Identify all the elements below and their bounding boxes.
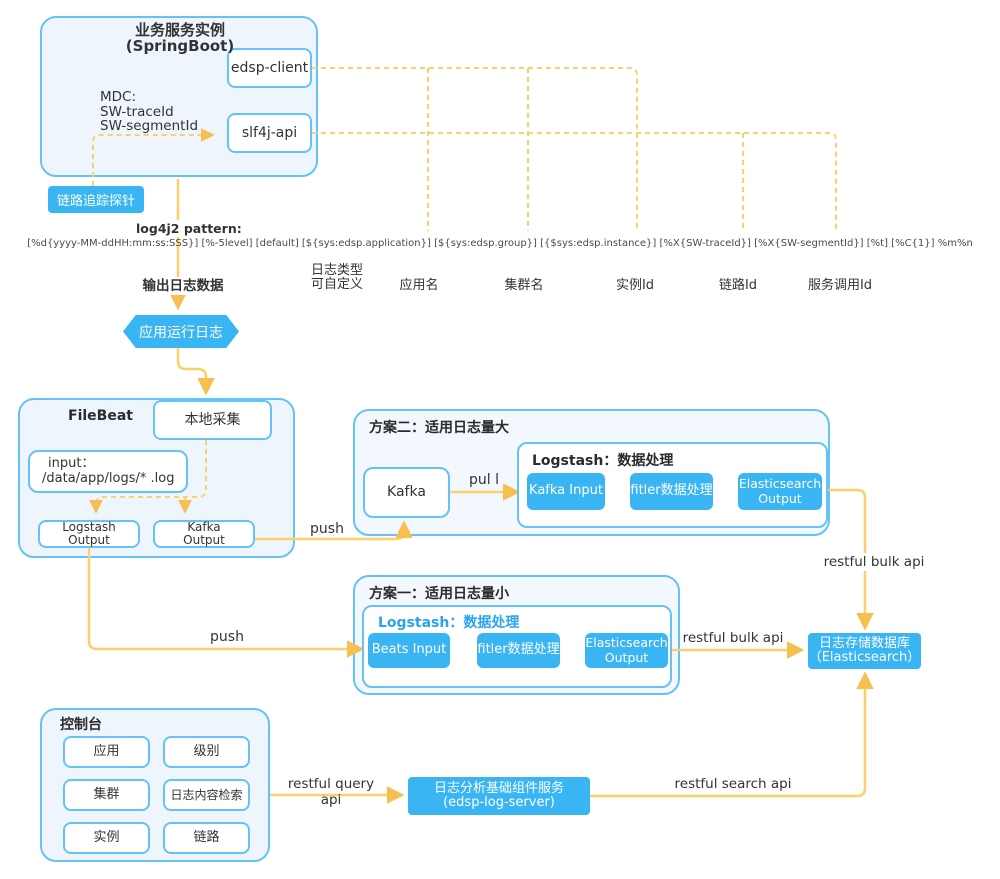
scheme1-filter-node: fitler数据处理: [477, 633, 560, 668]
slf4j-api-box: slf4j-api: [227, 113, 312, 153]
line-hexagon-to-collect: [176, 348, 215, 396]
log-type-label: 日志类型 可自定义: [305, 263, 369, 293]
log-type-line1: 日志类型: [310, 263, 363, 278]
console-title: 控制台: [60, 717, 102, 733]
kafka-box: Kafka: [363, 467, 450, 518]
console-item-cluster-label: 集群: [93, 787, 120, 803]
console-item-app-label: 应用: [93, 744, 120, 760]
console-item-trace-label: 链路: [193, 830, 220, 846]
bulk-api-bottom-label: restful bulk api: [682, 630, 784, 646]
app-name-label: 应用名: [399, 278, 439, 293]
output-log-label: 输出日志数据: [133, 277, 233, 296]
scheme2-logstash-title: Logstash：数据处理: [532, 453, 674, 469]
mdc-line3: SW-segmentId: [100, 118, 199, 135]
springboot-title: 业务服务实例 (SpringBoot): [70, 21, 290, 56]
kafka-input-label: Kafka Input: [529, 483, 603, 499]
console-item-instance: 实例: [63, 822, 150, 854]
scheme2-es-output-label: Elasticsearch Output: [738, 476, 822, 506]
dashed-edsp-client-line: [312, 67, 638, 231]
console-item-level: 级别: [163, 736, 250, 768]
log-server-line1: 日志分析基础组件服务: [433, 780, 564, 796]
mdc-line1: MDC:: [100, 89, 137, 105]
service-call-id-label: 服务调用Id: [807, 278, 873, 293]
mdc-line2: SW-traceId: [100, 103, 174, 120]
app-running-log-hexagon: 应用运行日志: [123, 315, 239, 348]
slf4j-api-label: slf4j-api: [241, 124, 298, 141]
local-collect-label: 本地采集: [184, 411, 241, 428]
bulk-api-top-label: restful bulk api: [818, 553, 930, 572]
kafka-label: Kafka: [387, 484, 426, 501]
kafka-input-node: Kafka Input: [527, 473, 605, 510]
edsp-client-label: edsp-client: [230, 59, 309, 76]
input-label: input：: [48, 456, 95, 472]
console-item-level-label: 级别: [193, 744, 220, 760]
scheme1-logstash-title: Logstash：数据处理: [378, 615, 520, 631]
console-item-instance-label: 实例: [93, 830, 120, 846]
cluster-name-label: 集群名: [504, 278, 544, 293]
pull-label: pul l: [469, 472, 499, 488]
console-item-trace: 链路: [163, 822, 250, 854]
input-path-box: input： /data/app/logs/* .log: [28, 450, 188, 493]
kafka-output-box: Kafka Output: [153, 520, 255, 548]
es-store-box: 日志存储数据库 （Elasticsearch）: [808, 633, 921, 669]
query-api-label: restful query api: [287, 776, 375, 809]
edsp-client-box: edsp-client: [227, 48, 312, 88]
scheme2-title: 方案二：适用日志量大: [369, 420, 509, 436]
kafka-output-label: Kafka Output: [183, 520, 225, 547]
es-store-line2: （Elasticsearch）: [808, 650, 921, 665]
console-item-content-search: 日志内容检索: [163, 779, 250, 811]
beats-input-node: Beats Input: [368, 633, 450, 668]
scheme1-title: 方案一：适用日志量小: [369, 586, 509, 602]
dashed-slf4j-line: [312, 132, 837, 231]
beats-input-label: Beats Input: [371, 642, 447, 658]
mdc-text: MDC: SW-traceId SW-segmentId: [100, 90, 210, 134]
console-item-content-search-label: 日志内容检索: [170, 787, 243, 802]
instance-id-label: 实例Id: [615, 278, 655, 293]
filebeat-title: FileBeat: [68, 408, 133, 424]
logstash-output-box: Logstash Output: [38, 520, 140, 548]
console-item-cluster: 集群: [63, 779, 150, 811]
push-kafka-label: push: [310, 521, 344, 537]
log4j2-pattern-label: log4j2 pattern:: [133, 220, 245, 237]
trace-probe-badge: 链路追踪探针: [48, 186, 144, 213]
app-running-log-label: 应用运行日志: [139, 324, 223, 341]
input-path: /data/app/logs/* .log: [42, 470, 175, 486]
log-server-box: 日志分析基础组件服务 (edsp-log-server): [408, 777, 590, 815]
log-server-line2: (edsp-log-server): [443, 795, 555, 810]
log-type-line2: 可自定义: [310, 277, 363, 293]
logstash-output-label: Logstash Output: [62, 520, 116, 547]
scheme1-es-output-label: Elasticsearch Output: [585, 635, 668, 665]
trace-probe-label: 链路追踪探针: [56, 194, 135, 209]
scheme2-filter-label: fitler数据处理: [630, 483, 713, 499]
push-beats-label: push: [210, 629, 244, 645]
scheme2-filter-node: fitler数据处理: [630, 473, 713, 510]
springboot-title-line1: 业务服务实例: [134, 21, 225, 39]
scheme2-es-output-node: Elasticsearch Output: [738, 473, 822, 510]
console-item-app: 应用: [63, 736, 150, 768]
log4j2-pattern-text: [%d{yyyy-MM-ddHH:mm:ss:SSS}] [%-5level] …: [27, 238, 973, 249]
scheme1-filter-label: fitler数据处理: [477, 642, 560, 658]
es-store-line1: 日志存储数据库: [818, 635, 910, 651]
springboot-title-line2: (SpringBoot): [125, 37, 235, 56]
scheme1-es-output-node: Elasticsearch Output: [585, 633, 668, 668]
local-collect-box: 本地采集: [153, 400, 272, 440]
search-api-label: restful search api: [674, 776, 792, 792]
trace-id-label: 链路Id: [718, 278, 758, 293]
